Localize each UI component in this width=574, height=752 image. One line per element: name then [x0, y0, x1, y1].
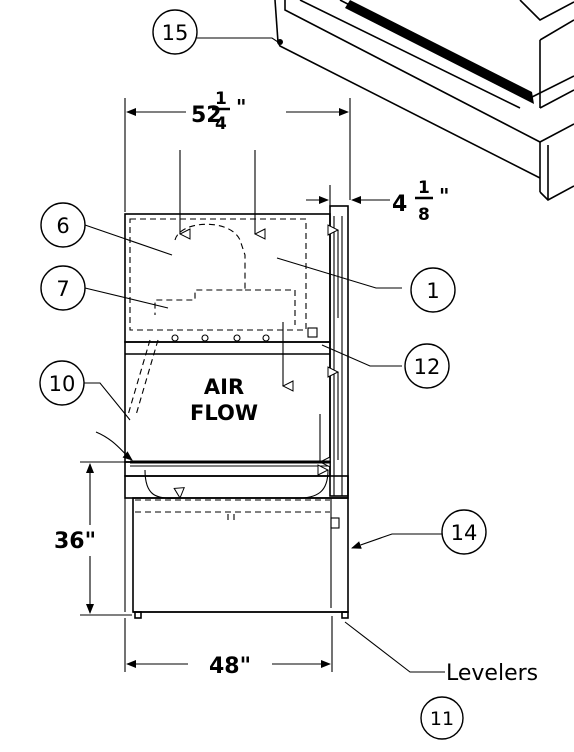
dimension-top-width: 52 1 4 " — [124, 89, 351, 212]
callout-7: 7 — [40, 265, 86, 311]
svg-text:12: 12 — [414, 355, 441, 379]
top-width-unit: " — [236, 95, 246, 119]
isometric-view — [274, 0, 574, 201]
callout-12: 12 — [404, 343, 450, 389]
leader-lines — [84, 37, 445, 673]
dimension-bottom-width: 48" — [124, 616, 333, 679]
callout-6: 6 — [40, 202, 86, 248]
side-depth-whole: 4 — [392, 192, 407, 217]
callout-14: 14 — [441, 509, 487, 555]
callout-10: 10 — [39, 360, 85, 406]
svg-text:1: 1 — [426, 279, 439, 303]
height-dimension: 36" — [54, 529, 96, 554]
airflow-arrows — [95, 150, 338, 498]
top-width-denominator: 4 — [215, 114, 227, 134]
cabinet-elevation — [124, 205, 349, 619]
side-depth-numerator: 1 — [418, 178, 430, 198]
air-flow-label-line2: FLOW — [190, 401, 258, 425]
svg-text:6: 6 — [56, 214, 69, 238]
svg-text:14: 14 — [451, 521, 478, 545]
svg-text:10: 10 — [49, 372, 76, 396]
bottom-width-dimension: 48" — [209, 654, 251, 679]
top-width-numerator: 1 — [215, 89, 227, 109]
levelers-label: Levelers — [446, 661, 538, 686]
dimension-side-depth: 4 1 8 " — [306, 178, 449, 225]
top-width-whole: 52 — [191, 103, 222, 128]
side-depth-denominator: 8 — [418, 205, 430, 225]
svg-text:11: 11 — [430, 708, 454, 730]
side-depth-unit: " — [439, 184, 449, 208]
svg-text:7: 7 — [56, 277, 69, 301]
callout-1: 1 — [410, 267, 456, 313]
air-flow-label-line1: AIR — [204, 375, 244, 399]
callout-11: 11 — [420, 696, 464, 740]
callout-15: 15 — [152, 9, 198, 55]
svg-text:15: 15 — [162, 21, 189, 45]
dimension-height: 36" — [54, 461, 132, 616]
